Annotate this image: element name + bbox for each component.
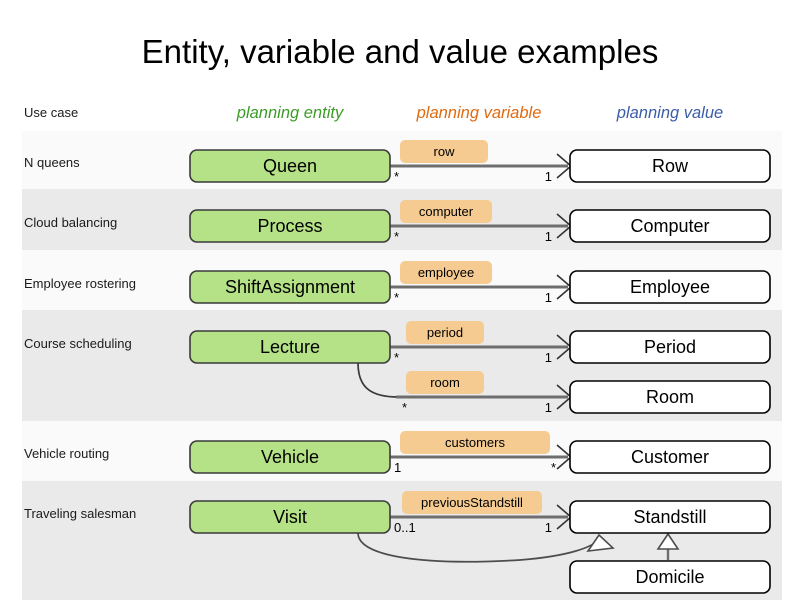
usecase-label: Course scheduling (24, 336, 132, 351)
subclass-value-box[interactable] (569, 560, 771, 594)
usecase-label: Cloud balancing (24, 215, 117, 230)
header-planning-entity: planning entity (236, 104, 345, 122)
value-label: Period (644, 337, 696, 357)
variable-badge[interactable] (400, 261, 492, 284)
value-box[interactable] (569, 330, 771, 364)
subclass-value-label: Domicile (635, 567, 704, 587)
entity-label: Visit (273, 507, 307, 527)
value-box[interactable] (569, 270, 771, 304)
source-multiplicity: 1 (394, 460, 401, 475)
variable-label: period (427, 325, 463, 340)
value-box[interactable] (569, 209, 771, 243)
entity-box[interactable] (189, 330, 391, 364)
usecase-label: N queens (24, 155, 80, 170)
variable-badge[interactable] (400, 431, 550, 454)
target-multiplicity: 1 (545, 350, 552, 365)
variable-label: previousStandstill (421, 495, 523, 510)
value-box[interactable] (569, 500, 771, 534)
row-cloud-balancing: Cloud balancing Process computer * 1 Com… (24, 200, 771, 244)
entity-label: Lecture (260, 337, 320, 357)
source-multiplicity: * (394, 350, 399, 365)
row-employee-rostering: Employee rostering ShiftAssignment emplo… (24, 261, 771, 305)
usecase-label: Traveling salesman (24, 506, 136, 521)
entity-box[interactable] (189, 440, 391, 474)
value-label: Customer (631, 447, 709, 467)
variable-badge[interactable] (400, 140, 488, 163)
entity-box[interactable] (189, 270, 391, 304)
value-box[interactable] (569, 440, 771, 474)
source-multiplicity: 0..1 (394, 520, 416, 535)
source-multiplicity: * (402, 400, 407, 415)
row-course-scheduling: Course scheduling Lecture period * 1 Per… (24, 321, 771, 415)
source-multiplicity: * (394, 229, 399, 244)
value-label: Room (646, 387, 694, 407)
source-multiplicity: * (394, 290, 399, 305)
target-multiplicity: 1 (545, 290, 552, 305)
inheritance-triangle-icon (586, 533, 615, 553)
variable-badge[interactable] (406, 321, 484, 344)
usecase-label: Employee rostering (24, 276, 136, 291)
entity-box[interactable] (189, 500, 391, 534)
entity-box[interactable] (189, 209, 391, 243)
variable-label: row (434, 144, 456, 159)
value-label: Standstill (633, 507, 706, 527)
value-label: Employee (630, 277, 710, 297)
variable-label: room (430, 375, 460, 390)
variable-label: computer (419, 204, 474, 219)
target-multiplicity: * (551, 460, 556, 475)
header-usecase: Use case (24, 105, 78, 120)
row-traveling-salesman: Traveling salesman Visit previousStandst… (24, 491, 771, 594)
header-planning-value: planning value (616, 104, 723, 122)
variable-badge[interactable] (402, 491, 542, 514)
entity-label: Vehicle (261, 447, 319, 467)
source-multiplicity: * (394, 169, 399, 184)
entity-label: Queen (263, 156, 317, 176)
row-n-queens: N queens Queen row * 1 Row (24, 140, 771, 184)
inheritance-triangle-icon (656, 532, 680, 550)
entity-label: ShiftAssignment (225, 277, 355, 297)
inheritance-connector-visit (357, 532, 599, 563)
usecase-label: Vehicle routing (24, 446, 109, 461)
variable-label: employee (418, 265, 474, 280)
entity-box[interactable] (189, 149, 391, 183)
target-multiplicity: 1 (545, 169, 552, 184)
page-title: Entity, variable and value examples (142, 33, 659, 70)
variable-badge[interactable] (400, 200, 492, 223)
variable-label: customers (445, 435, 505, 450)
target-multiplicity: 1 (545, 229, 552, 244)
entity-label: Process (257, 216, 322, 236)
branch-connector (357, 362, 399, 398)
value-label: Row (652, 156, 689, 176)
row-vehicle-routing: Vehicle routing Vehicle customers 1 * Cu… (24, 431, 771, 475)
target-multiplicity: 1 (545, 400, 552, 415)
target-multiplicity: 1 (545, 520, 552, 535)
value-box[interactable] (569, 149, 771, 183)
value-box[interactable] (569, 380, 771, 414)
value-label: Computer (630, 216, 709, 236)
variable-badge[interactable] (406, 371, 484, 394)
header-planning-variable: planning variable (416, 104, 542, 122)
